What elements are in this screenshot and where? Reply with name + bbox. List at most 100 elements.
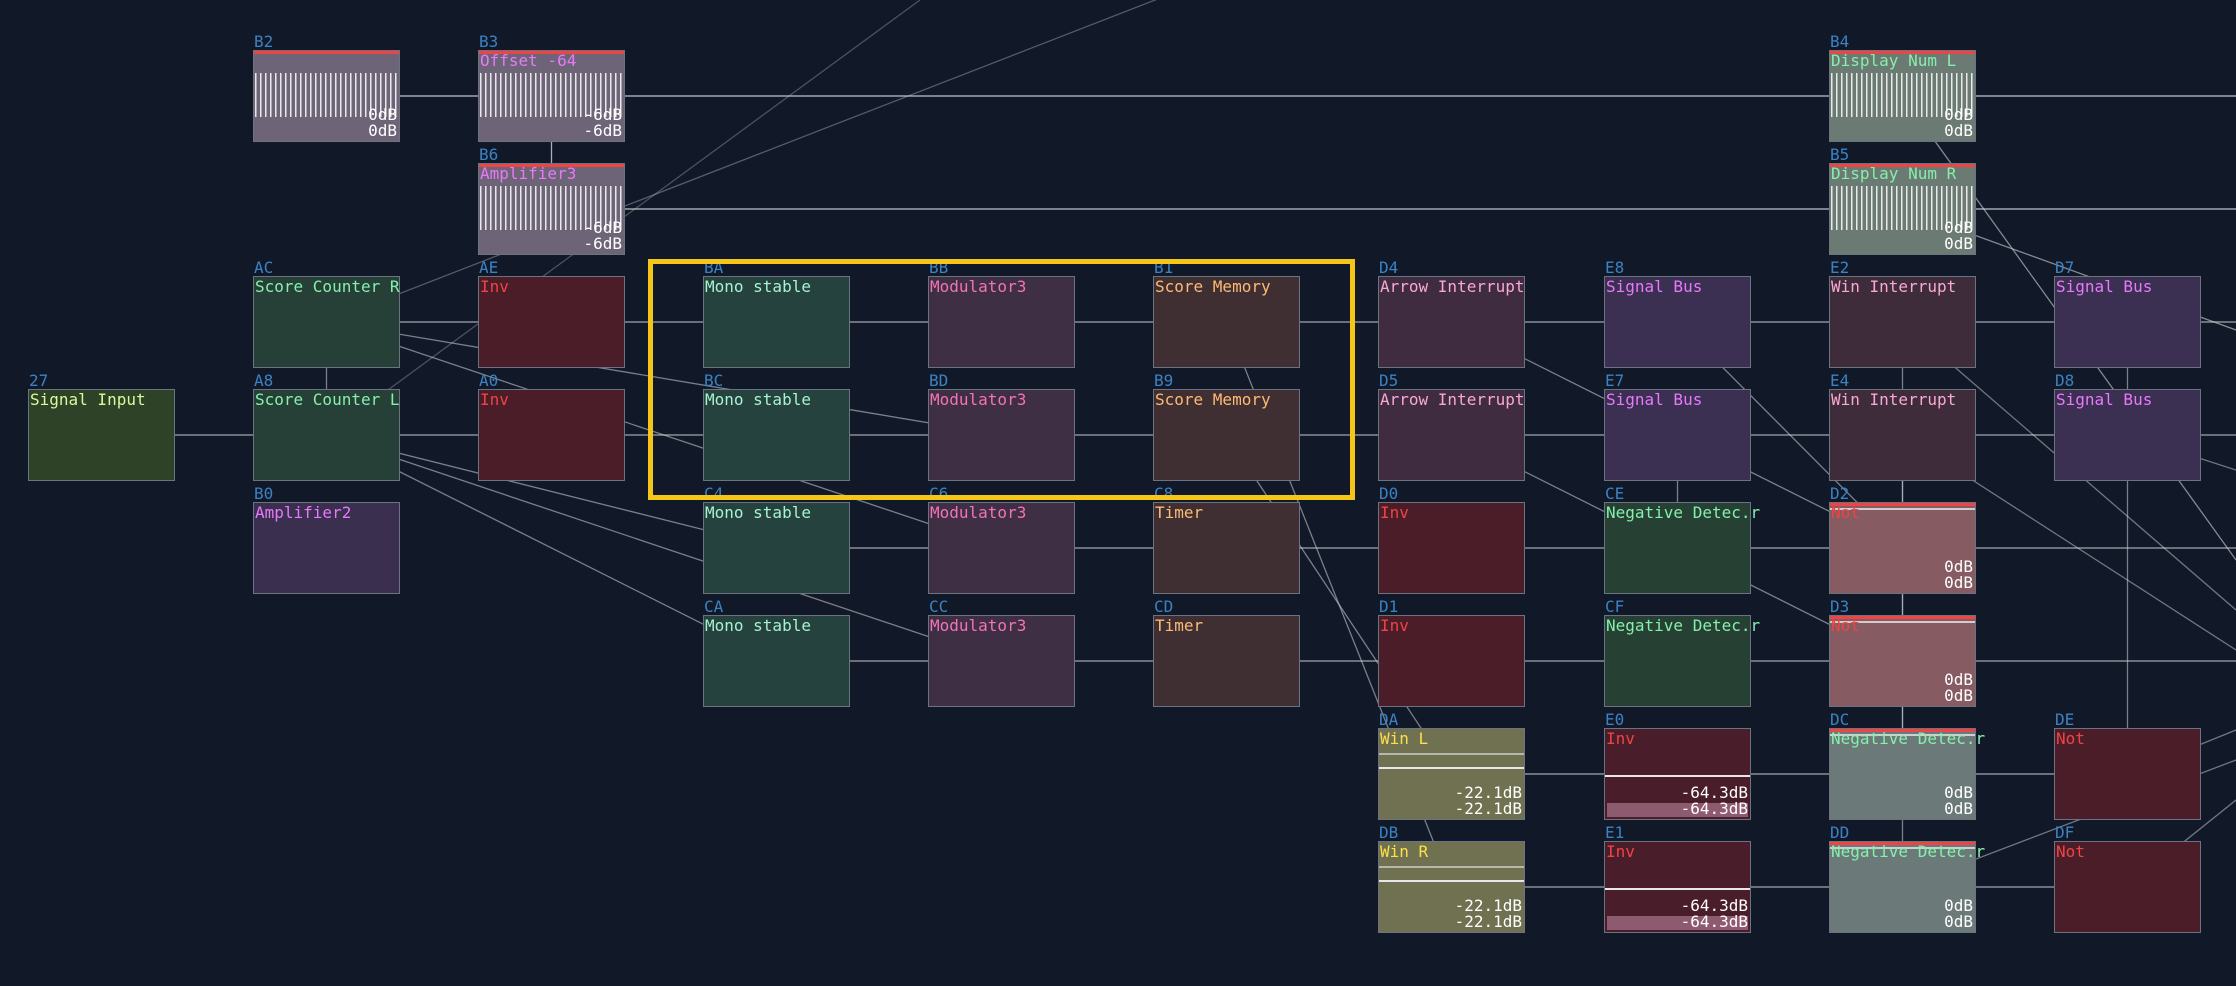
level-line [1830, 734, 1975, 736]
module-id-label: DE [2055, 710, 2075, 729]
module-id-label: D8 [2055, 371, 2075, 390]
level-line [1605, 775, 1750, 777]
module-title: Signal Bus [1606, 277, 1703, 296]
level-value: 0dB [1944, 234, 1973, 253]
module-title: Mono stable [705, 616, 811, 635]
signal-waveform [480, 73, 623, 117]
module-id-label: BC [704, 371, 724, 390]
level-value: -64.3dB [1680, 912, 1748, 931]
module-id-label: E7 [1605, 371, 1625, 390]
module-title: Arrow Interrupt [1380, 277, 1525, 296]
module-title: Win R [1380, 842, 1429, 861]
level-value: 0dB [1944, 105, 1973, 124]
wire-diagonal [326, 434, 777, 662]
wire-diagonal [326, 321, 1002, 549]
module-id-label: B2 [254, 32, 274, 51]
signal-waveform [1831, 73, 1974, 117]
level-line [1379, 866, 1524, 868]
module-title: Score Counter R [255, 277, 400, 296]
module-id-label: D2 [1830, 484, 1850, 503]
signal-waveform [480, 186, 623, 230]
level-value: 0dB [1944, 573, 1973, 592]
level-readout: -22.1dB-22.1dB [1455, 898, 1522, 930]
module-title: Negative Detec.r [1831, 729, 1986, 748]
level-bar [1607, 916, 1748, 930]
clip-indicator [1830, 842, 1975, 845]
module-id-label: E1 [1605, 823, 1625, 842]
level-value: -6dB [583, 234, 622, 253]
module-title: Amplifier3 [480, 164, 577, 183]
module-id-label: CD [1154, 597, 1174, 616]
clip-indicator [1830, 51, 1975, 54]
level-value: -22.1dB [1454, 912, 1522, 931]
module-title: Inv [1380, 616, 1409, 635]
module-id-label: D4 [1379, 258, 1399, 277]
module-id-label: A8 [254, 371, 274, 390]
level-value: 0dB [1944, 912, 1973, 931]
module-id-label: E2 [1830, 258, 1850, 277]
level-value: 0dB [368, 105, 397, 124]
level-value: 0dB [1944, 799, 1973, 818]
module-id-label: DB [1379, 823, 1399, 842]
clip-indicator [1830, 164, 1975, 167]
module-title: Negative Detec.r [1831, 842, 1986, 861]
module-title: Inv [480, 277, 509, 296]
module-id-label: E4 [1830, 371, 1850, 390]
level-value: -6dB [583, 218, 622, 237]
module-id-label: CA [704, 597, 724, 616]
clip-indicator [1830, 503, 1975, 506]
level-value: -22.1dB [1454, 799, 1522, 818]
